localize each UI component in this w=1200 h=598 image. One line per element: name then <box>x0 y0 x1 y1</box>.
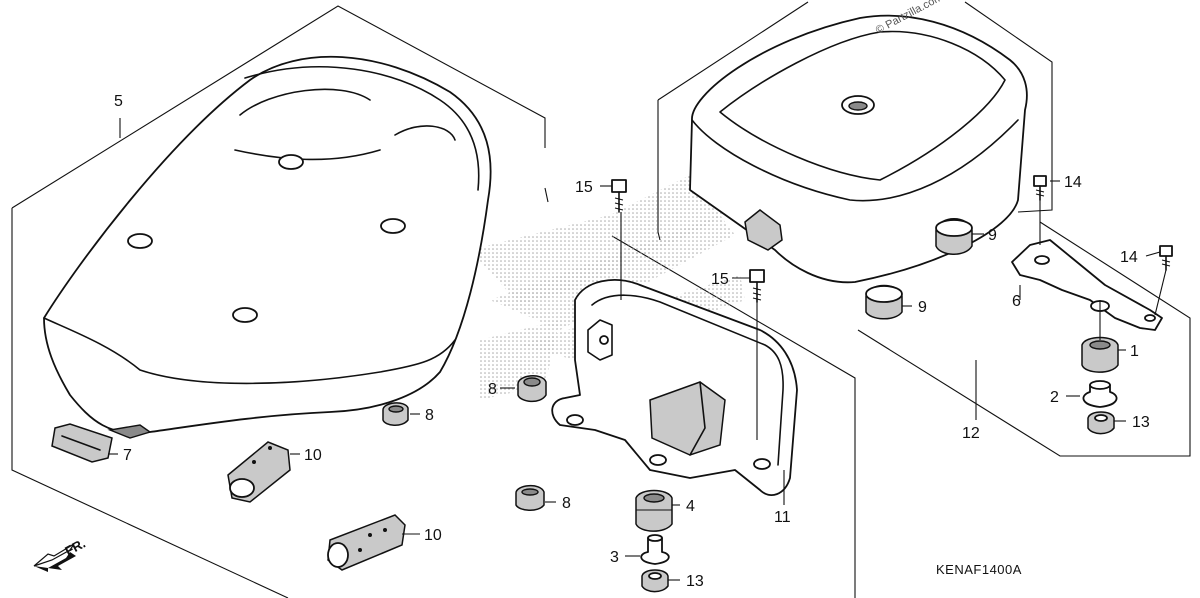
group-frame-front-seat <box>11 5 856 598</box>
callout-9a: 9 <box>988 227 997 244</box>
rear-seat[interactable] <box>689 14 1028 284</box>
seat-bracket[interactable] <box>1011 239 1163 331</box>
grommet-a[interactable] <box>517 375 547 403</box>
nut-front[interactable] <box>641 569 669 593</box>
callout-13a: 13 <box>1132 414 1150 431</box>
bushing-rear[interactable] <box>1081 336 1119 373</box>
callout-8a: 8 <box>488 381 497 398</box>
callout-8b: 8 <box>425 407 434 424</box>
callout-15a: 15 <box>575 179 593 196</box>
callout-15b: 15 <box>711 271 729 288</box>
front-seat-cushion[interactable] <box>43 55 492 439</box>
cushion-block[interactable] <box>51 423 113 463</box>
callout-4: 4 <box>686 498 695 515</box>
callout-14b: 14 <box>1120 249 1138 266</box>
callout-9b: 9 <box>918 299 927 316</box>
callout-labels: 1 2 3 4 5 6 7 8 8 8 9 9 10 10 11 12 13 1… <box>114 93 1150 590</box>
callout-5: 5 <box>114 93 123 110</box>
seat-base-pan[interactable] <box>551 279 798 496</box>
callout-13b: 13 <box>686 573 704 590</box>
callout-2: 2 <box>1050 389 1059 406</box>
callout-14a: 14 <box>1064 174 1082 191</box>
front-arrow-icon: FR. <box>33 536 88 572</box>
grommet-b[interactable] <box>382 402 409 426</box>
leader-lines <box>108 180 1167 581</box>
rubber-damper-upper[interactable] <box>227 441 291 503</box>
bolt-14-upper[interactable] <box>1033 175 1047 201</box>
callout-1: 1 <box>1130 343 1139 360</box>
grommet-c[interactable] <box>515 485 545 511</box>
collar-rear[interactable] <box>1082 380 1118 408</box>
collar-front[interactable] <box>640 534 670 565</box>
callout-3: 3 <box>610 549 619 566</box>
rubber-cushion-a[interactable] <box>935 218 973 255</box>
bolt-15-upper[interactable] <box>611 179 627 213</box>
callout-6: 6 <box>1012 293 1021 310</box>
front-indicator-label: FR. <box>62 536 88 559</box>
rubber-cushion-b[interactable] <box>865 284 903 320</box>
callout-11: 11 <box>774 509 791 526</box>
callout-10a: 10 <box>304 447 322 464</box>
rubber-damper-lower[interactable] <box>327 514 406 571</box>
callout-8c: 8 <box>562 495 571 512</box>
bolt-15-lower[interactable] <box>749 269 765 303</box>
callout-10b: 10 <box>424 527 442 544</box>
nut-rear[interactable] <box>1087 411 1115 435</box>
diagram-code: KENAF1400A <box>936 562 1022 577</box>
callout-7: 7 <box>123 447 132 464</box>
callout-12: 12 <box>962 425 980 442</box>
bushing-front[interactable] <box>635 489 673 532</box>
bolt-14-lower[interactable] <box>1159 245 1173 271</box>
